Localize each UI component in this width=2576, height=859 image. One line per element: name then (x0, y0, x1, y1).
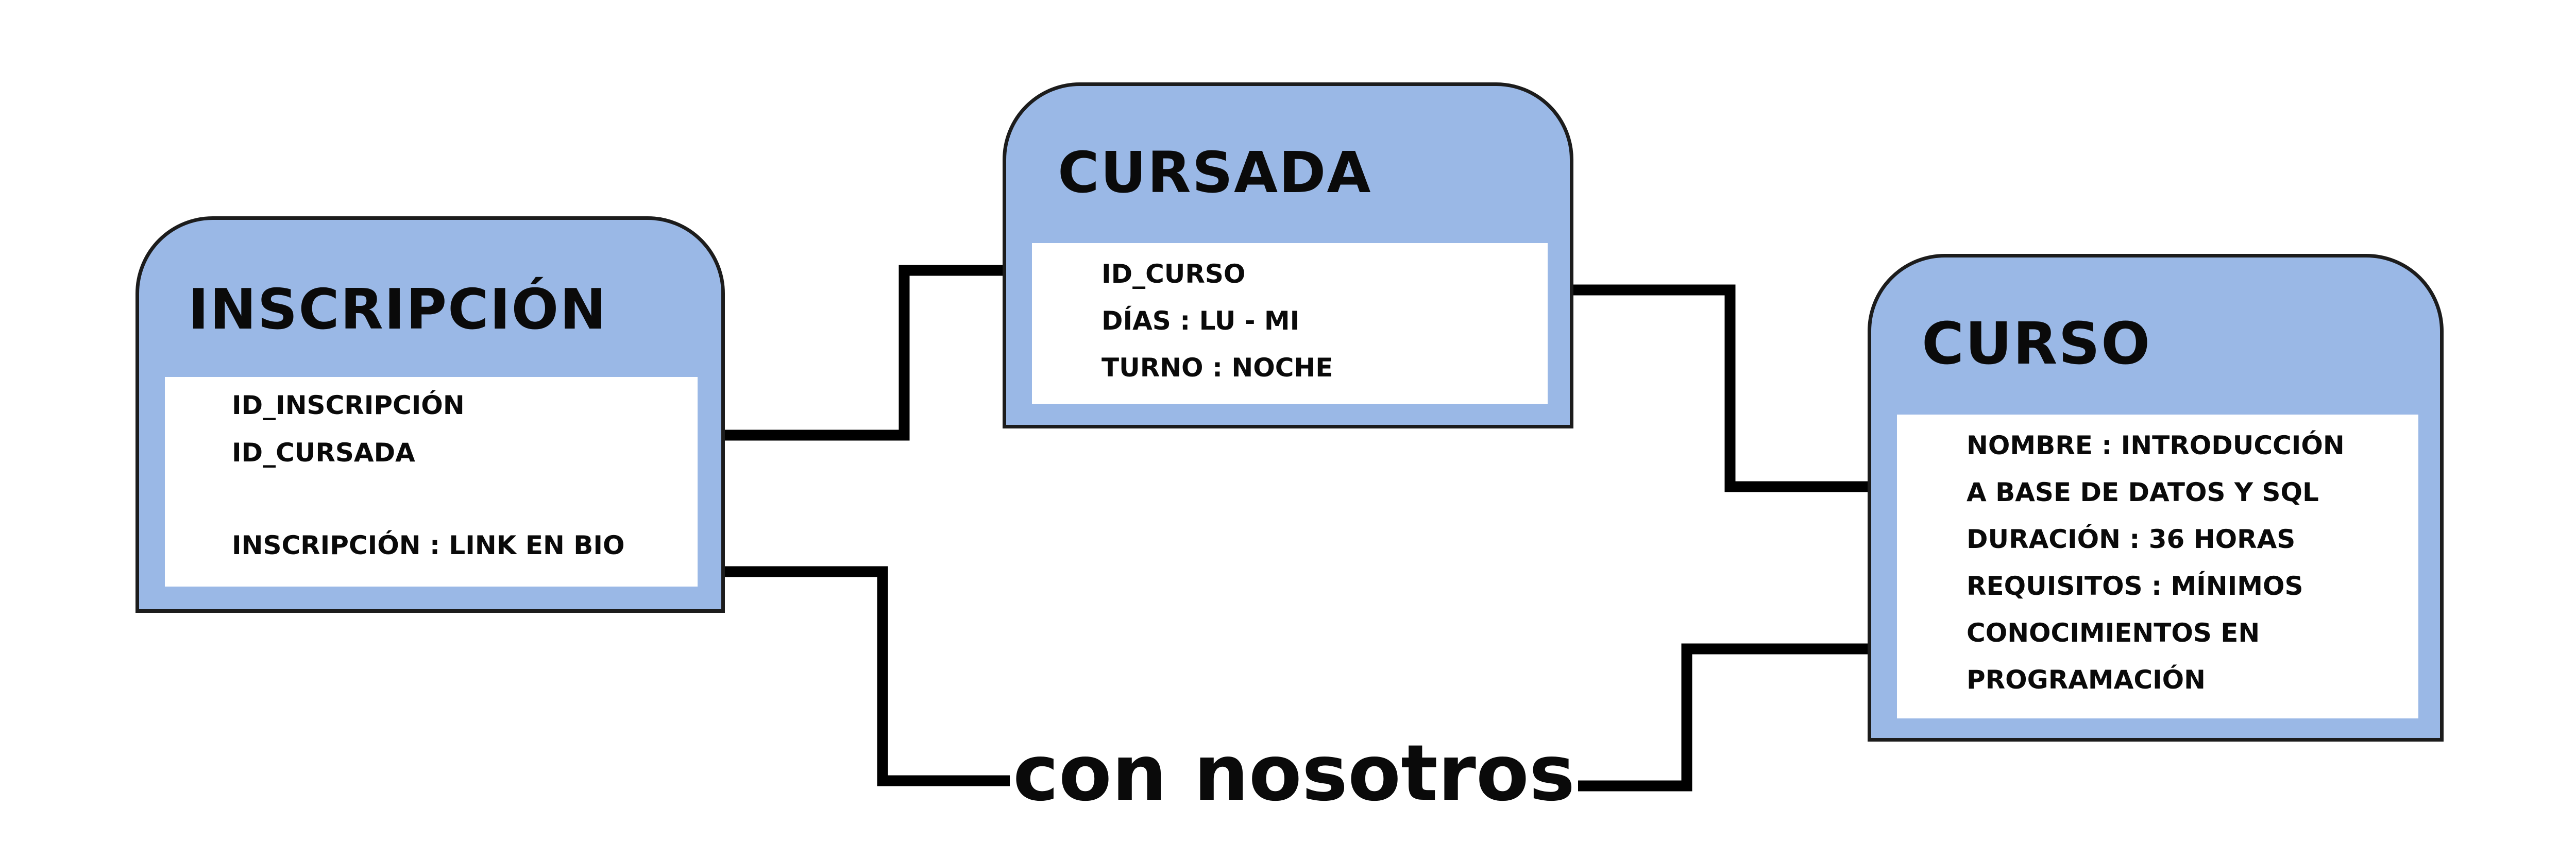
field-id-inscripcion: ID_INSCRIPCIÓN (232, 390, 465, 420)
field-id-cursada: ID_CURSADA (232, 438, 415, 468)
table-fields-curso: NOMBRE : INTRODUCCIÓN A BASE DE DATOS Y … (1897, 415, 2418, 718)
footer-text: con nosotros (1010, 722, 1579, 825)
field-turno: TURNO : NOCHE (1101, 353, 1333, 383)
field-requisitos-cont: CONOCIMIENTOS EN (1967, 618, 2260, 648)
field-duracion: DURACIÓN : 36 HORAS (1967, 524, 2296, 554)
connector-cursada-curso (1571, 284, 1870, 492)
table-cursada: CURSADA ID_CURSO DÍAS : LU - MI TURNO : … (1003, 82, 1573, 428)
table-fields-inscripcion: ID_INSCRIPCIÓN ID_CURSADA INSCRIPCIÓN : … (165, 377, 698, 587)
field-requisitos: REQUISITOS : MÍNIMOS (1967, 571, 2303, 601)
table-inscripcion: INSCRIPCIÓN ID_INSCRIPCIÓN ID_CURSADA IN… (135, 216, 725, 613)
field-dias: DÍAS : LU - MI (1101, 306, 1300, 336)
connector-inscripcion-cursada (723, 265, 1005, 441)
field-requisitos-cont-2: PROGRAMACIÓN (1967, 665, 2206, 695)
field-nombre: NOMBRE : INTRODUCCIÓN (1967, 431, 2345, 460)
table-title-curso: CURSO (1922, 311, 2151, 377)
table-curso: CURSO NOMBRE : INTRODUCCIÓN A BASE DE DA… (1868, 254, 2444, 742)
field-nombre-cont: A BASE DE DATOS Y SQL (1967, 477, 2319, 507)
field-inscripcion-link: INSCRIPCIÓN : LINK EN BIO (232, 530, 625, 560)
connector-footer-curso (1556, 643, 1870, 792)
table-title-inscripcion: INSCRIPCIÓN (188, 278, 607, 342)
table-fields-cursada: ID_CURSO DÍAS : LU - MI TURNO : NOCHE (1032, 243, 1548, 404)
field-id-curso: ID_CURSO (1101, 259, 1246, 289)
connector-inscripcion-footer (723, 566, 1018, 786)
table-title-cursada: CURSADA (1058, 140, 1372, 205)
